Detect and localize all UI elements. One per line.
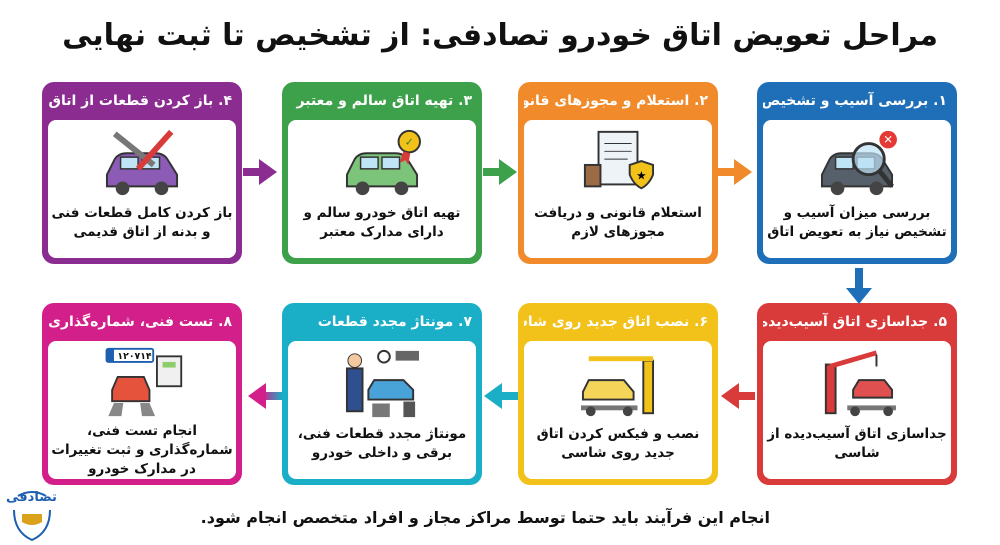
step-card-6: ۶. نصب اتاق جدید روی شاسی نصب و فیکس کرد…	[518, 303, 718, 485]
svg-text:✓: ✓	[405, 135, 414, 148]
svg-text:★: ★	[636, 169, 646, 183]
step-heading: ۸. تست فنی، شماره‌گذاری و ثبت	[48, 314, 232, 330]
car-wrench-screwdriver-icon	[105, 129, 179, 196]
step-heading: ۴. باز کردن قطعات از اتاق قدیمی	[48, 93, 232, 109]
arrow-2-to-1	[718, 159, 752, 185]
step-description: استعلام قانونی و دریافت مجوزهای لازم	[534, 205, 702, 240]
footer-note: انجام این فرآیند باید حتما توسط مراکز مج…	[200, 508, 770, 527]
step-heading: ۱. بررسی آسیب و تشخیص	[763, 93, 947, 109]
step-description: جداسازی اتاق آسیب‌دیده از شاسی	[767, 426, 947, 461]
page-title: مراحل تعویض اتاق خودرو تصادفی: از تشخیص …	[62, 18, 938, 53]
crane-installing-body-icon	[581, 356, 655, 417]
arrow-4-to-3	[243, 159, 277, 185]
step-card-5: ۵. جداسازی اتاق آسیب‌دیده جداسازی اتاق آ…	[757, 303, 957, 485]
arrow-3-to-2	[483, 159, 517, 185]
step-card-4: ۴. باز کردن قطعات از اتاق قدیمی باز کردن…	[42, 82, 242, 264]
crane-lifting-car-icon	[824, 350, 896, 417]
brand-logo-text: تصادفی	[6, 490, 57, 505]
step-description: مونتاژ مجدد قطعات فنی، برقی و داخلی خودر…	[297, 426, 467, 461]
step-description: تهیه اتاق خودرو سالم و دارای مدارک معتبر	[303, 205, 461, 240]
step-card-8: ۸. تست فنی، شماره‌گذاری و ثبت ۱۲۰۷۱۴ انج…	[42, 303, 242, 485]
svg-text:۱۲۰۷۱۴: ۱۲۰۷۱۴	[117, 351, 151, 362]
step-card-2: ۲. استعلام و مجوزهای قانونی ★ استعلام قا…	[518, 82, 718, 264]
step-card-1: ۱. بررسی آسیب و تشخیص ✕ بررسی میزان آسیب…	[757, 82, 957, 264]
step-card-7: ۷. مونتاژ مجدد قطعات مونتاژ مجدد قطعات ف…	[282, 303, 482, 485]
mechanic-assembly-icon	[345, 349, 419, 418]
step-description: بررسی میزان آسیب و تشخیص نیاز به تعویض ا…	[767, 205, 947, 240]
document-stamp-badge-icon: ★	[583, 130, 655, 190]
step-card-3: ۳. تهیه اتاق سالم و معتبر ✓ تهیه اتاق خو…	[282, 82, 482, 264]
car-plate-inspection-icon: ۱۲۰۷۱۴	[105, 347, 183, 417]
step-heading: ۷. مونتاژ مجدد قطعات	[317, 314, 472, 330]
arrow-5-to-6	[721, 383, 755, 409]
step-description: انجام تست فنی، شماره‌گذاری و ثبت تغییرات…	[51, 423, 233, 477]
car-magnifier-icon: ✕	[820, 130, 897, 196]
step-heading: ۳. تهیه اتاق سالم و معتبر	[296, 93, 472, 109]
step-description: نصب و فیکس کردن اتاق جدید روی شاسی	[536, 426, 700, 461]
arrow-6-to-7	[484, 383, 518, 409]
arrow-1-to-5	[846, 268, 872, 304]
step-description: باز کردن کامل قطعات فنی و بدنه از اتاق ق…	[51, 205, 233, 240]
brand-logo	[13, 491, 51, 542]
step-heading: ۵. جداسازی اتاق آسیب‌دیده	[763, 314, 947, 330]
step-heading: ۶. نصب اتاق جدید روی شاسی	[524, 314, 708, 330]
step-heading: ۲. استعلام و مجوزهای قانونی	[524, 93, 708, 109]
svg-text:✕: ✕	[883, 133, 893, 147]
arrow-7-to-8	[248, 383, 282, 409]
car-body-certified-icon: ✓	[345, 129, 421, 196]
